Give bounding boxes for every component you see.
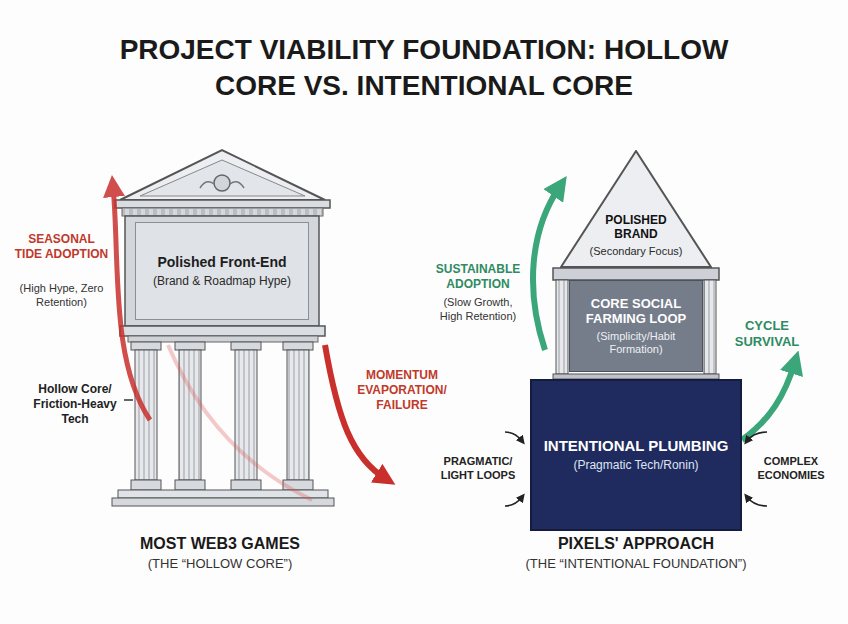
node-heading: CORE SOCIAL FARMING LOOP xyxy=(576,296,696,327)
adoption-note: (Slow Growth, High Retention) xyxy=(432,296,524,324)
panel-subcaption: (THE “INTENTIONAL FOUNDATION”) xyxy=(476,556,796,572)
pediment xyxy=(120,150,325,200)
front-end-panel: Polished Front-End (Brand & Roadmap Hype) xyxy=(135,222,309,320)
node-subtext: (Simplicity/Habit Formation) xyxy=(576,330,696,356)
small-arrow xyxy=(747,432,767,441)
adoption-label: SEASONAL TIDE ADOPTION xyxy=(14,232,109,262)
column-capital xyxy=(231,342,261,350)
column-base xyxy=(231,480,261,490)
ornament-scroll xyxy=(200,182,244,188)
loop-pillar xyxy=(704,280,716,374)
loop-cornice xyxy=(553,268,719,280)
temple-step xyxy=(112,498,334,506)
column-capital xyxy=(175,342,205,350)
adoption-note: (High Hype, Zero Retention) xyxy=(14,282,109,310)
pediment-inner xyxy=(140,160,305,196)
node-content: POLISHED BRAND (Secondary Focus) xyxy=(584,213,688,258)
brand-triangle: POLISHED BRAND (Secondary Focus) xyxy=(560,150,712,268)
node-content: INTENTIONAL PLUMBING (Pragmatic Tech/Roni… xyxy=(544,437,729,472)
input-label: PRAGMATIC/ LIGHT LOOPS xyxy=(432,455,524,483)
node-content: Polished Front-End (Brand & Roadmap Hype) xyxy=(153,254,291,288)
dentil-band xyxy=(122,208,323,216)
column-base xyxy=(131,480,161,490)
architrave xyxy=(120,326,325,336)
diagram-title: PROJECT VIABILITY FOUNDATION: HOLLOW COR… xyxy=(104,32,744,105)
node-heading: INTENTIONAL PLUMBING xyxy=(544,437,729,455)
node-subtext: (Pragmatic Tech/Ronin) xyxy=(544,458,729,472)
node-heading: POLISHED BRAND xyxy=(584,213,688,242)
plumbing-block: INTENTIONAL PLUMBING (Pragmatic Tech/Roni… xyxy=(530,379,742,531)
column-capital xyxy=(131,342,161,350)
panel-caption: MOST WEB3 GAMES xyxy=(100,534,340,554)
column-shaft xyxy=(287,350,309,480)
core-loop-box: CORE SOCIAL FARMING LOOP (Simplicity/Habi… xyxy=(569,280,703,372)
pediment-ornament xyxy=(214,175,230,191)
node-subtext: (Brand & Roadmap Hype) xyxy=(153,274,291,288)
triangle-shape xyxy=(561,151,711,267)
cornice xyxy=(115,200,330,208)
node-content: CORE SOCIAL FARMING LOOP (Simplicity/Habi… xyxy=(576,296,696,357)
architrave-lower xyxy=(128,336,318,342)
temple xyxy=(112,150,334,506)
loop-pillar xyxy=(556,280,568,374)
fading-trail xyxy=(168,345,312,500)
node-subtext: (Secondary Focus) xyxy=(584,245,688,258)
survival-label: CYCLE SURVIVAL xyxy=(712,318,822,351)
failure-label: MOMENTUM EVAPORATION/ FAILURE xyxy=(354,368,450,413)
column-capital xyxy=(283,342,313,350)
leader-line xyxy=(124,399,133,401)
small-arrow xyxy=(505,432,522,441)
sustainable-arrow xyxy=(533,186,560,350)
column-shaft xyxy=(179,350,201,480)
node-heading: Polished Front-End xyxy=(153,254,291,271)
foundation-building xyxy=(553,268,719,379)
panel-subcaption: (THE “HOLLOW CORE”) xyxy=(90,556,350,572)
part-label: Hollow Core/ Friction-Heavy Tech xyxy=(26,382,124,427)
input-label: COMPLEX ECONOMIES xyxy=(746,455,836,483)
adoption-label: SUSTAINABLE ADOPTION xyxy=(432,262,524,292)
survival-arrow xyxy=(742,362,795,440)
frieze-frame xyxy=(125,216,319,326)
small-arrow xyxy=(505,497,522,506)
panel-caption: PIXELS' APPROACH xyxy=(506,534,766,554)
column-base xyxy=(175,480,205,490)
small-arrow xyxy=(747,497,767,506)
